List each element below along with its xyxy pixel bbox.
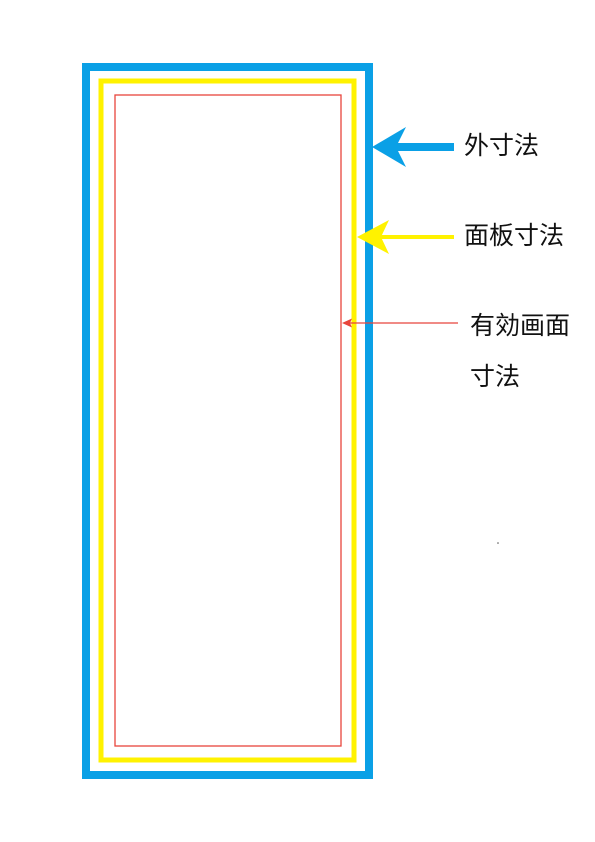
active-area-arrow xyxy=(342,318,458,328)
panel-frame xyxy=(98,78,357,763)
panel-dimension-label: 面板寸法 xyxy=(464,221,565,250)
active-area-label-line2: 寸法 xyxy=(470,362,521,391)
outer-dimension-label: 外寸法 xyxy=(464,131,540,160)
active-area-label-line1: 有効画面 xyxy=(470,311,571,340)
active-area-frame xyxy=(114,94,342,747)
stray-dot xyxy=(497,542,499,544)
panel-arrow xyxy=(357,220,454,254)
outer-frame xyxy=(82,63,373,779)
outer-arrow xyxy=(372,127,454,167)
